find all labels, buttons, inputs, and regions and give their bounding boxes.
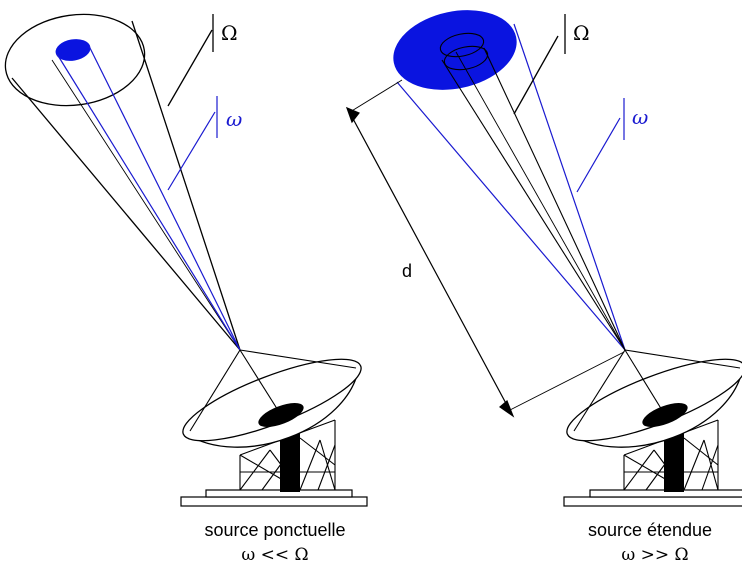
left-caption: source ponctuelle — [204, 520, 345, 540]
right-base-plate — [563, 496, 742, 507]
left-beam-cone — [4, 13, 241, 351]
right-small-omega-label: ω — [632, 105, 648, 129]
left-small-omega-label: ω — [226, 107, 242, 131]
right-relation: ω >> Ω — [621, 545, 688, 565]
left-pillar — [280, 428, 300, 492]
right-omega-label: Ω — [573, 21, 590, 45]
distance-label: d — [402, 261, 412, 281]
right-beam-aperture — [439, 32, 489, 71]
left-small-omega-indicator: ω — [167, 96, 242, 191]
right-panel: d Ω ω — [345, 10, 742, 565]
left-radio-dish — [180, 349, 368, 507]
left-omega-label: Ω — [221, 21, 238, 45]
left-relation: ω << Ω — [241, 545, 308, 565]
distance-arrow — [345, 79, 625, 418]
right-source-cone — [396, 23, 626, 351]
right-caption: source étendue — [588, 520, 712, 540]
right-beam-cone — [441, 47, 626, 351]
left-base-plate — [180, 496, 368, 507]
left-omega-indicator: Ω — [167, 14, 238, 107]
left-truss-mount — [239, 419, 336, 491]
right-radio-dish — [563, 349, 742, 507]
right-omega-indicator: Ω — [513, 14, 590, 115]
left-source-cone — [55, 39, 241, 351]
left-panel: Ω ω — [4, 13, 368, 565]
right-small-omega-indicator: ω — [576, 98, 648, 193]
right-pillar — [664, 428, 684, 492]
